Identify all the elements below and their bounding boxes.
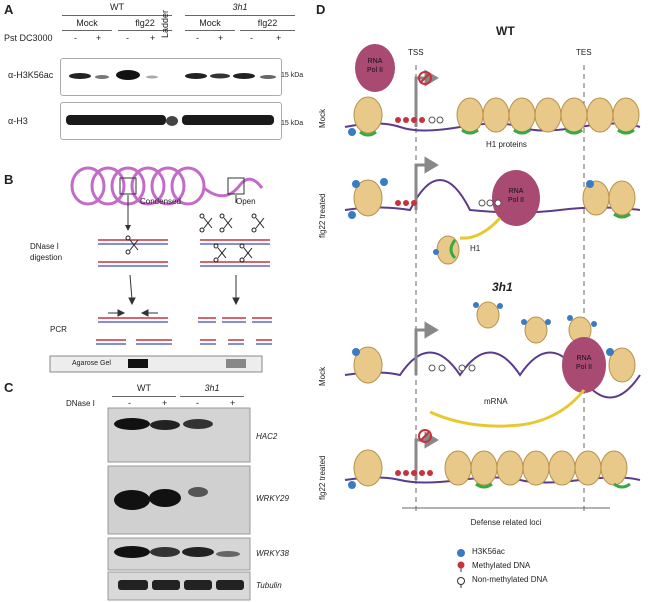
c-sign-1: - [128,398,131,408]
d-tes: TES [576,48,592,57]
arrows-b [108,275,239,316]
open-label: Open [236,197,256,206]
dnase-label-2: digestion [30,253,62,262]
panel-c-3h1: 3h1 [180,383,244,393]
panel-c-wt-line [112,396,176,397]
panel-c-dnase: DNase I [66,399,95,408]
legend-methyl-marker [458,562,465,569]
condensed-label: Condensed [140,197,181,206]
d-row-3: Mock [318,367,327,386]
gene-tubulin: Tubulin [256,581,282,590]
rnapol-3-line2: Pol II [564,364,604,371]
rnapol-2-line1: RNA [496,188,536,195]
d-wt-title: WT [496,24,515,38]
panel-c-gels [108,408,250,600]
legend-nonmethyl-marker [458,578,465,585]
scissors-icons [126,214,264,262]
legend-acetyl-marker [457,549,465,557]
gel-band-open [226,359,246,368]
d-row-1: Mock [318,109,327,128]
legend-label-2: Methylated DNA [472,561,530,570]
dnase-label-1: DNase I [30,242,59,251]
panel-c-3h1-line [180,396,244,397]
gene-wrky29: WRKY29 [256,494,289,503]
h1-label: H1 [470,244,480,253]
panel-c-wt: WT [112,383,176,393]
blot1-bands [69,70,276,80]
gene-hac2: HAC2 [256,432,277,441]
panel-b-label: B [4,172,13,187]
blot2-bands [66,115,274,126]
rnapol-2-line2: Pol II [496,197,536,204]
c-sign-3: - [196,398,199,408]
rnapol-3-line1: RNA [564,355,604,362]
mrna-label: mRNA [484,397,508,406]
rnapol-1-line1: RNA [355,58,395,65]
legend-label-1: H3K56ac [472,547,505,556]
gel-band-condensed [128,359,148,368]
pcr-label: PCR [50,325,67,334]
panel-d-label: D [316,2,325,17]
rnapol-1-line2: Pol II [355,67,395,74]
c-sign-2: + [162,398,167,408]
c-sign-4: + [230,398,235,408]
loci-label: Defense related loci [402,518,610,527]
gene-wrky38: WRKY38 [256,549,289,558]
legend-label-3: Non-methylated DNA [472,575,548,584]
d-3h1-title: 3h1 [492,280,513,294]
d-row-2: flg22 treated [318,194,327,238]
agarose-label: Agarose Gel [72,360,111,367]
d-tss: TSS [408,48,424,57]
panel-c-label: C [4,380,13,395]
h1-proteins-label: H1 proteins [486,140,527,149]
d-row-4: flg22 treated [318,456,327,500]
